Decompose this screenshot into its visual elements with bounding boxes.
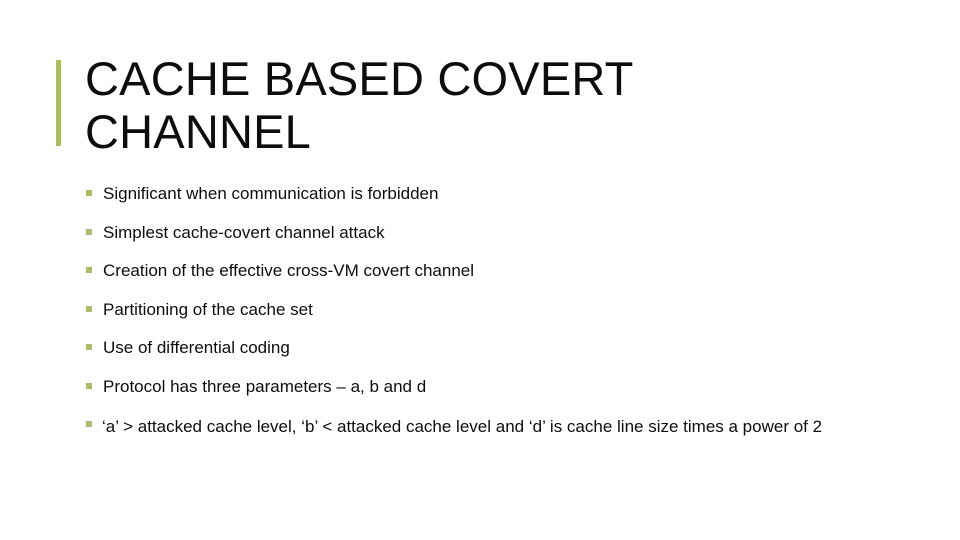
bullet-square-icon [86, 421, 92, 427]
list-item-label: Creation of the effective cross-VM cover… [103, 261, 475, 280]
list-item-label: ‘a’ > attacked cache level, ‘b’ < attack… [102, 417, 823, 436]
list-item: Protocol has three parameters – a, b and… [86, 376, 886, 397]
bullet-square-icon [86, 190, 92, 196]
list-item: Partitioning of the cache set [86, 299, 886, 320]
bullet-square-icon [86, 267, 92, 273]
title-accent-bar [56, 60, 61, 146]
page-title: CACHE BASED COVERT CHANNEL [85, 52, 633, 158]
list-item-label: Use of differential coding [103, 338, 290, 357]
bullet-square-icon [86, 382, 92, 389]
list-item: Simplest cache-covert channel attack [86, 222, 886, 243]
bullet-list: Significant when communication is forbid… [86, 183, 886, 439]
bullet-square-icon [86, 228, 92, 235]
list-item-label: Simplest cache-covert channel attack [103, 222, 385, 242]
list-item-label: Significant when communication is forbid… [103, 184, 439, 203]
bullet-square-icon [86, 305, 92, 312]
list-item-label: Partitioning of the cache set [103, 299, 313, 319]
list-item: ‘a’ > attacked cache level, ‘b’ < attack… [86, 414, 828, 439]
list-item: Creation of the effective cross-VM cover… [86, 260, 886, 281]
list-item-label: Protocol has three parameters – a, b and… [103, 376, 427, 396]
bullet-square-icon [86, 344, 92, 350]
list-item: Use of differential coding [86, 337, 886, 358]
list-item: Significant when communication is forbid… [86, 183, 886, 204]
